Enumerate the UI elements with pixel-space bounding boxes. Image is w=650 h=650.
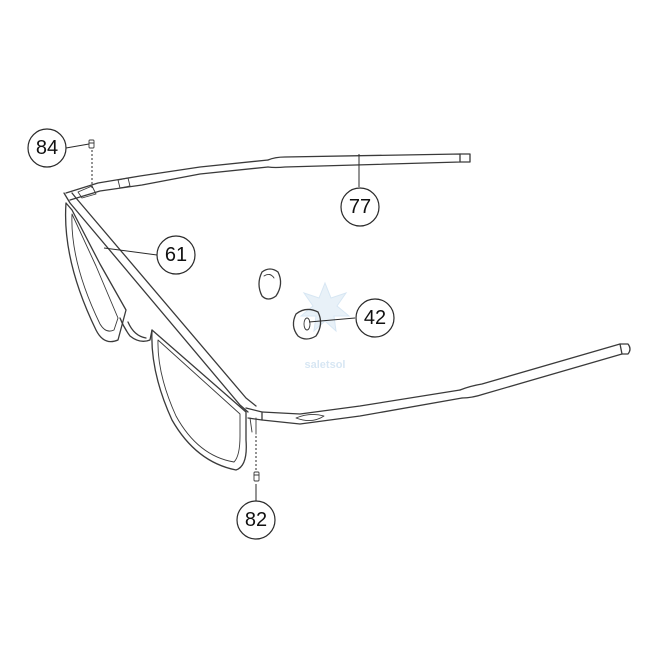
callout-61-label: 61: [165, 244, 187, 266]
callout-82-label: 82: [245, 509, 267, 531]
leader-lines: [65, 143, 360, 502]
callout-77: 77: [340, 187, 380, 227]
screw-84: [88, 139, 95, 149]
watermark-star-icon: [299, 281, 351, 333]
callout-42: 42: [355, 298, 395, 338]
watermark-text: saletsol: [305, 359, 346, 371]
far-temple-arm: [65, 153, 471, 201]
near-lens-rim: [151, 329, 247, 471]
watermark-logo: saletsol: [299, 281, 351, 371]
near-temple-arm: [261, 343, 631, 425]
bridge: [119, 317, 153, 342]
far-lens-rim: [64, 202, 127, 343]
callout-61: 61: [156, 235, 196, 275]
nose-pad-top: [258, 268, 282, 300]
callout-82: 82: [236, 500, 276, 540]
callout-42-label: 42: [364, 307, 386, 329]
callout-77-label: 77: [349, 196, 371, 218]
callout-84-label: 84: [36, 137, 58, 159]
callout-84: 84: [27, 128, 67, 168]
nose-pad-bottom: [292, 308, 322, 340]
front-frame: [63, 192, 263, 471]
screw-82: [253, 471, 260, 482]
